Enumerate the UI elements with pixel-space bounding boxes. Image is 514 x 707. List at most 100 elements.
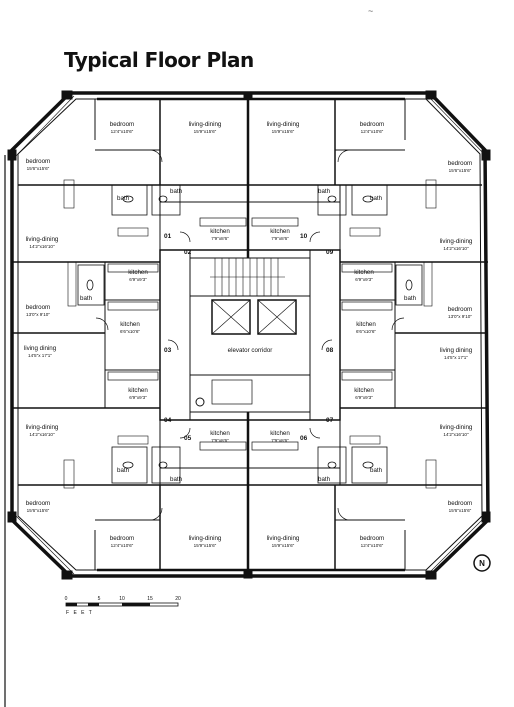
room-dims: 15'6"x15'6" [27,508,50,513]
room-dims: 14'5"x 17'1" [28,353,52,358]
elevator-shaft [211,299,251,335]
room-name: kitchen [356,321,376,328]
room-dims: 15'9"x15'6" [194,543,217,548]
room-dims: 7'9"x8'6" [271,438,289,443]
room-dims: 15'6"x15'6" [449,508,472,513]
corner-column [7,149,17,161]
bath-label: bath [370,467,383,474]
room-name: bedroom [26,500,50,507]
corner-window-lines [15,95,487,575]
room-dims: 14'2"x16'10" [443,246,469,251]
room-name: bedroom [448,160,472,167]
room-name: kitchen [128,269,148,276]
room-dims: 15'9"x15'6" [272,543,295,548]
compass-label: N [479,559,485,568]
bath-labels: bath bath bath bath bath bath bath bath … [80,188,417,483]
inner-wall-line [17,98,483,571]
bath-label: bath [117,467,130,474]
room-name: living-dining [26,236,59,243]
bath-label: bath [170,188,183,195]
room-name: bedroom [110,535,134,542]
unit-number: 08 [326,347,334,354]
bath-label: bath [80,295,93,302]
room-dims: 15'6"x15'6" [449,168,472,173]
scale-bar: 0 5 10 15 20 F E E T [65,596,181,616]
elevator-shaft [257,299,297,335]
unit-number: 04 [164,417,172,424]
bath-label: bath [370,195,383,202]
bath-label: bath [117,195,130,202]
scale-tick: 5 [98,596,101,602]
compass: N [473,554,491,572]
scale-tick: 15 [147,596,153,602]
room-name: bedroom [360,121,384,128]
room-dims: 6'9"x9'3" [355,277,373,282]
bath-label: bath [318,188,331,195]
room-name: kitchen [128,387,148,394]
scale-tick: 20 [175,596,181,602]
bath-label: bath [170,476,183,483]
room-dims: 14'2"x16'10" [29,244,55,249]
room-name: bedroom [26,158,50,165]
bath-fixtures [77,184,423,484]
room-dims: 6'9"x9'3" [129,395,147,400]
room-name: living-dining [440,238,473,245]
room-name: kitchen [210,228,230,235]
room-dims: 12'4"x10'6" [111,543,134,548]
unit-number: 10 [300,233,308,240]
room-dims: 6'9"x9'3" [355,395,373,400]
room-dims: 7'9"x8'6" [211,236,229,241]
corner-column [425,90,437,100]
corner-column [481,511,491,523]
service-core [189,374,311,413]
room-dims: 13'0"x 9'10" [448,314,472,319]
room-name: living-dining [26,424,59,431]
room-name: living dining [24,345,57,352]
room-dims: 12'4"x10'6" [361,543,384,548]
room-name: living-dining [440,424,473,431]
unit-number: 07 [326,417,334,424]
unit-number: 09 [326,249,334,256]
room-name: bedroom [448,306,472,313]
unit-number: 05 [184,435,192,442]
room-name: kitchen [354,387,374,394]
scan-mark: ~ [368,6,374,16]
room-name: bedroom [448,500,472,507]
room-name: living-dining [267,535,300,542]
corner-column [481,149,491,161]
column [243,91,253,100]
room-dims: 12'4"x10'6" [111,129,134,134]
fixture [195,397,205,407]
unit-number: 06 [300,435,308,442]
elevator-cross [211,299,251,335]
shaft [211,379,253,405]
room-dims: 6'9"x9'3" [129,277,147,282]
room-dims: 15'9"x15'6" [272,129,295,134]
corner-column [7,511,17,523]
room-name: kitchen [120,321,140,328]
